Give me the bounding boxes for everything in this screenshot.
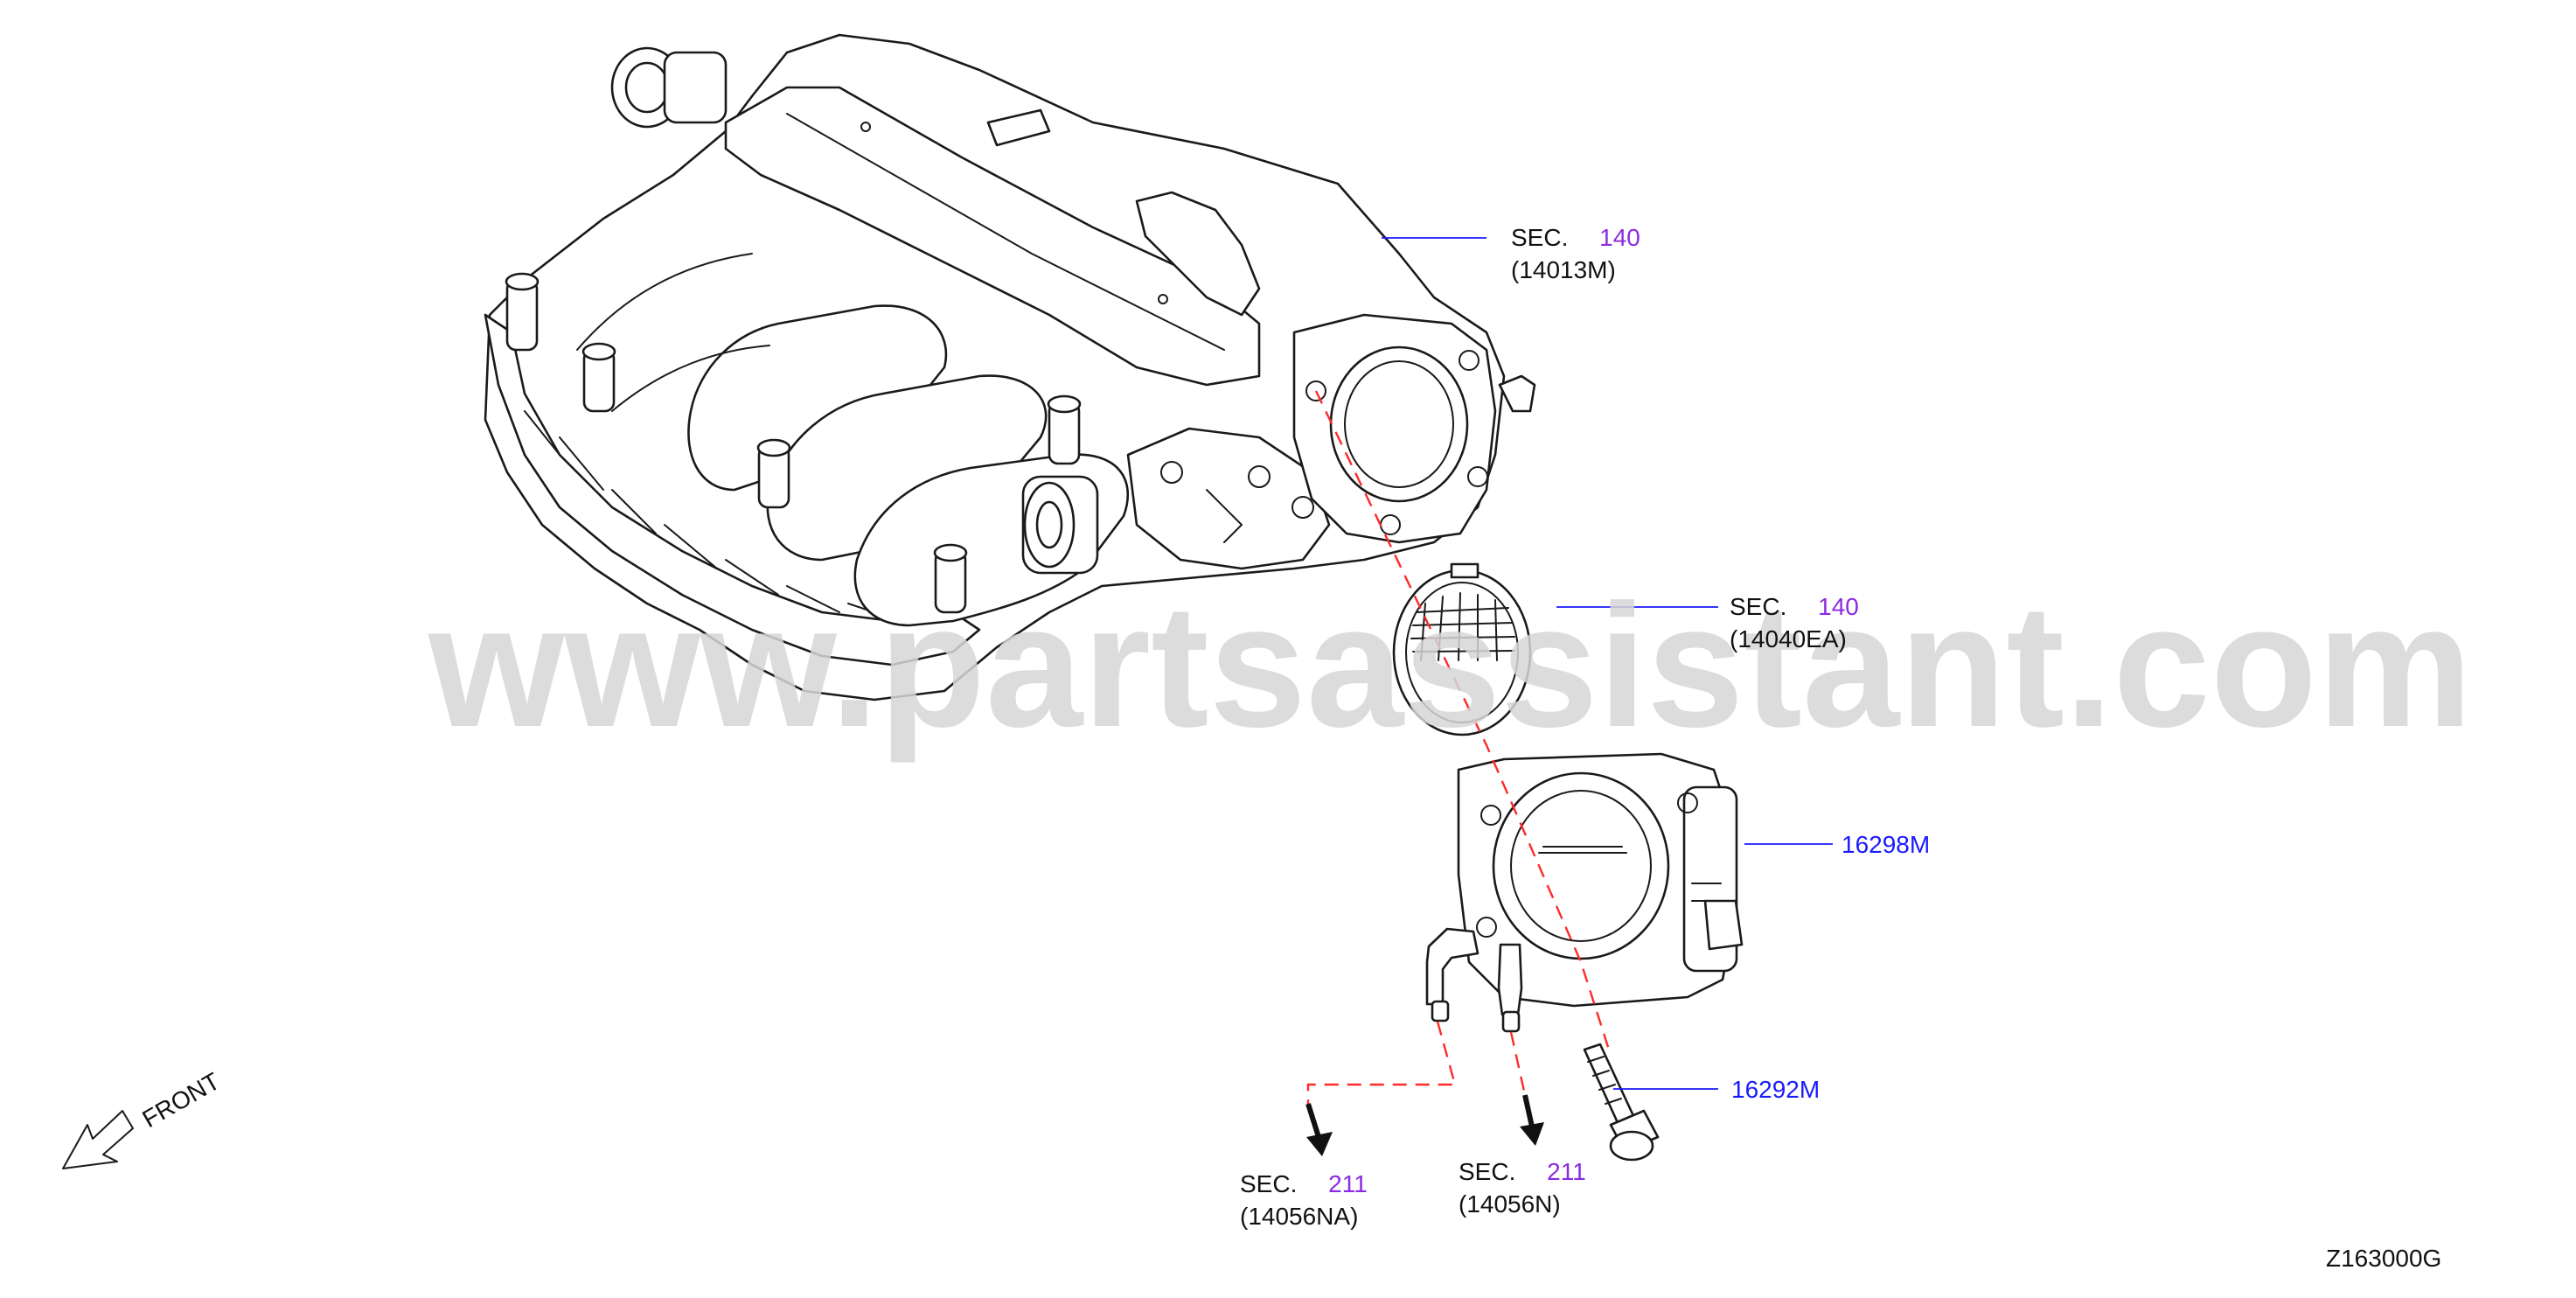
throttle-body-drawing [1425, 752, 1744, 1033]
hose-arrows [1305, 1094, 1544, 1156]
gasket-drawing [1392, 562, 1532, 736]
callout-intake-manifold-part: (14013M) [1511, 256, 1616, 283]
callout-bolt-part[interactable]: 16292M [1731, 1076, 1820, 1103]
intake-manifold-drawing [484, 33, 1536, 701]
alignment-lines [1306, 390, 1611, 1104]
callout-hose-left-sec: SEC. 211 [1240, 1170, 1368, 1197]
callout-intake-manifold-sec: SEC. 140 [1511, 224, 1640, 251]
front-label: FRONT [138, 1067, 225, 1133]
diagram-id: Z163000G [2326, 1245, 2441, 1272]
arrow-down-icon [1520, 1122, 1544, 1146]
callout-hose-right-sec: SEC. 211 [1459, 1158, 1586, 1185]
leader-lines [1382, 237, 1833, 1090]
callout-throttle-body-part[interactable]: 16298M [1841, 831, 1930, 858]
arrow-down-icon [1306, 1132, 1333, 1156]
front-indicator: FRONT [62, 1067, 225, 1169]
front-arrow-icon [62, 1110, 134, 1169]
callout-gasket-sec: SEC. 140 [1730, 593, 1859, 620]
callout-gasket-part: (14040EA) [1730, 625, 1847, 652]
bolt-drawing [1583, 1043, 1660, 1162]
callout-hose-right-part: (14056N) [1459, 1190, 1561, 1218]
callout-hose-left-part: (14056NA) [1240, 1203, 1358, 1230]
watermark: www.partsassistant.com [428, 569, 2473, 764]
